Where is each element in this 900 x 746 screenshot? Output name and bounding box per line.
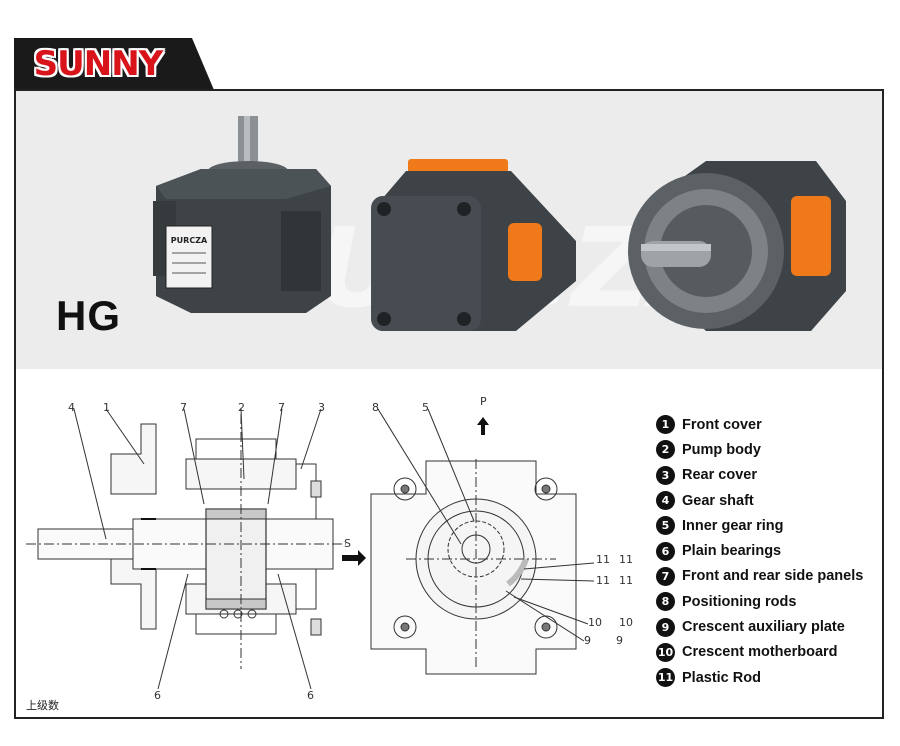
legend-item: 1 Front cover — [656, 412, 863, 437]
legend-number-badge: 10 — [656, 642, 675, 662]
section-callout-6a: 6 — [154, 689, 161, 699]
footnote-text: 上级数 — [26, 699, 59, 712]
legend-number-badge: 5 — [656, 516, 675, 536]
front-callout-9a: 9 — [584, 634, 591, 647]
section-callout-2: 2 — [238, 401, 245, 414]
legend-number-badge: 1 — [656, 415, 675, 435]
legend-label: Positioning rods — [682, 593, 797, 610]
legend-item: 10 Crescent motherboard — [656, 640, 863, 665]
legend-number-badge: 11 — [656, 668, 675, 688]
legend-item: 3 Rear cover — [656, 463, 863, 488]
legend-number-badge: 8 — [656, 592, 675, 612]
pump-technical-diagram: 4 1 7 2 7 3 6 6 8 5 P S 11 1 — [26, 395, 633, 699]
legend-number-badge: 7 — [656, 566, 675, 586]
front-callout-9b: 9 — [616, 634, 623, 647]
legend-item: 7 Front and rear side panels — [656, 564, 863, 589]
front-callout-11d: 11 — [619, 574, 633, 587]
legend-number-badge: 6 — [656, 541, 675, 561]
legend-item: 4 Gear shaft — [656, 488, 863, 513]
legend-label: Gear shaft — [682, 492, 754, 509]
legend-label: Plain bearings — [682, 543, 782, 560]
legend-number-badge: 2 — [656, 440, 675, 460]
front-callout-8: 8 — [372, 401, 379, 414]
model-label: HG — [56, 292, 121, 339]
legend-label: Crescent motherboard — [682, 644, 838, 661]
product-photos: PURCZA PURCZA — [153, 116, 846, 332]
section-callout-6b: 6 — [307, 689, 314, 699]
front-view: 8 5 P S 11 11 11 11 10 10 9 9 — [342, 395, 633, 675]
front-callout-10a: 10 — [588, 616, 602, 629]
legend-number-badge: 9 — [656, 617, 675, 637]
front-callout-10b: 10 — [619, 616, 633, 629]
legend-label: Front cover — [682, 416, 762, 433]
pump-photo-front: PURCZA — [153, 116, 331, 313]
legend-number-badge: 3 — [656, 465, 675, 485]
content-frame — [14, 89, 884, 719]
section-callout-7a: 7 — [180, 401, 187, 414]
front-callout-P: P — [480, 395, 487, 408]
section-callout-7b: 7 — [278, 401, 285, 414]
section-callout-1: 1 — [103, 401, 110, 414]
legend-item: 2 Pump body — [656, 437, 863, 462]
legend-item: 6 Plain bearings — [656, 538, 863, 563]
front-callout-5: 5 — [422, 401, 429, 414]
section-callout-3: 3 — [318, 401, 325, 414]
legend-item: 9 Crescent auxiliary plate — [656, 614, 863, 639]
pump-photo-shaft — [628, 161, 846, 331]
section-view: 4 1 7 2 7 3 6 6 — [26, 401, 346, 699]
pump-photo-side — [371, 159, 576, 331]
front-callout-S: S — [344, 537, 351, 550]
legend-number-badge: 4 — [656, 491, 675, 511]
brand-tab — [14, 38, 214, 90]
nameplate-text: PURCZA — [171, 236, 208, 245]
legend-label: Front and rear side panels — [682, 568, 864, 585]
legend-label: Inner gear ring — [682, 517, 784, 534]
legend-label: Pump body — [682, 441, 761, 458]
section-callout-4: 4 — [68, 401, 75, 414]
brand-logo: SUNNY — [33, 44, 164, 84]
legend-item: 5 Inner gear ring — [656, 513, 863, 538]
front-callout-11c: 11 — [596, 574, 610, 587]
legend-label: Crescent auxiliary plate — [682, 619, 845, 636]
parts-legend: 1 Front cover 2 Pump body 3 Rear cover 4 Gea… — [656, 412, 863, 690]
front-callout-11b: 11 — [619, 553, 633, 566]
legend-item: 8 Positioning rods — [656, 589, 863, 614]
legend-label: Rear cover — [682, 467, 757, 484]
photo-band: PURCZA PURCZA — [16, 91, 882, 369]
legend-item: 11 Plastic Rod — [656, 665, 863, 690]
legend-label: Plastic Rod — [682, 669, 761, 686]
front-callout-11a: 11 — [596, 553, 610, 566]
